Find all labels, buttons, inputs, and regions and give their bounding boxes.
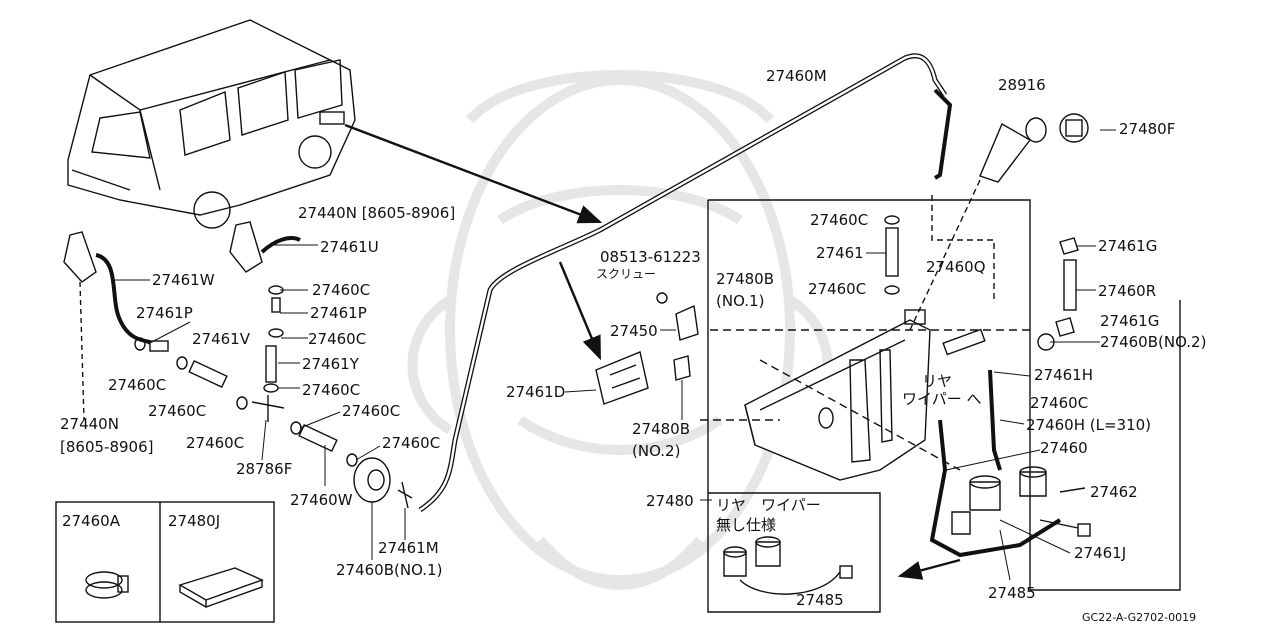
label-27460c-4: 27460C (302, 381, 361, 399)
label-27440n-range: [8605-8906] (60, 438, 154, 456)
label-27461j: 27461J (1074, 544, 1127, 562)
label-27461g-1: 27461G (1098, 237, 1158, 255)
label-27460q: 27460Q (926, 258, 986, 276)
label-27461h: 27461H (1034, 366, 1093, 384)
label-27461g-2: 27461G (1100, 312, 1160, 330)
label-27460c-1: 27460C (312, 281, 371, 299)
label-27460r: 27460R (1098, 282, 1157, 300)
label-27460m: 27460M (766, 67, 827, 85)
label-27461m: 27461M (378, 539, 439, 557)
label-rear: リヤ (922, 372, 953, 390)
label-27460c-3: 27460C (108, 376, 167, 394)
label-27460b-no1: 27460B(NO.1) (336, 561, 443, 579)
pumps (951, 466, 1091, 537)
label-27461: 27461 (816, 244, 864, 262)
label-27461w: 27461W (152, 271, 215, 289)
label-27461v: 27461V (192, 330, 250, 348)
label-27460c-tank1: 27460C (810, 211, 869, 229)
label-27460w: 27460W (290, 491, 353, 509)
label-27460c-7: 27460C (186, 434, 245, 452)
hose-clamp-icon (85, 571, 129, 599)
label-27485-inner: 27485 (796, 591, 844, 609)
label-27461p-1: 27461P (136, 304, 193, 322)
label-27480b-no2: 27480B (632, 420, 691, 438)
label-27460c-8: 27460C (382, 434, 441, 452)
label-27480b-no1: 27480B (716, 270, 775, 288)
box-label-27460a: 27460A (62, 512, 120, 530)
label-27480f: 27480F (1119, 120, 1176, 138)
pointer-arrow (344, 123, 603, 224)
label-to-wiper: ワイパー へ (902, 390, 982, 408)
label-27461y: 27461Y (302, 355, 359, 373)
label-27460h: 27460H (L=310) (1026, 416, 1152, 434)
label-screw: スクリュー (596, 267, 657, 281)
label-27460c-6: 27460C (342, 402, 401, 420)
van-illustration (67, 19, 356, 229)
box-label-27480j: 27480J (168, 512, 221, 530)
label-27460c-tank3: 27460C (1030, 394, 1089, 412)
label-27440n-top: 27440N [8605-8906] (298, 204, 456, 222)
label-no1: (NO.1) (716, 292, 765, 310)
label-28916: 28916 (998, 76, 1046, 94)
label-without: 無し仕様 (716, 516, 777, 534)
sub-pumps (723, 536, 853, 595)
label-27462: 27462 (1090, 483, 1138, 501)
label-27450: 27450 (610, 322, 658, 340)
label-27461u: 27461U (320, 238, 379, 256)
label-27461p-2: 27461P (310, 304, 367, 322)
label-27440n-bottom: 27440N (60, 415, 119, 433)
bracket-27461d (595, 292, 699, 405)
washer-tank (744, 309, 931, 481)
label-27485: 27485 (988, 584, 1036, 602)
pad-icon (178, 567, 264, 609)
label-08513-61223: 08513-61223 (600, 248, 701, 266)
label-27460c-tank2: 27460C (808, 280, 867, 298)
label-rear-wiper: リヤ ワイパー (716, 496, 821, 514)
label-28786f: 28786F (236, 460, 293, 478)
label-27461d: 27461D (506, 383, 566, 401)
label-27480: 27480 (646, 492, 694, 510)
diagram-code: GC22-A-G2702-0019 (1082, 611, 1197, 624)
legend-box (55, 501, 275, 623)
label-no2: (NO.2) (632, 442, 681, 460)
label-27460b-no2: 27460B(NO.2) (1100, 333, 1207, 351)
label-27460c-2: 27460C (308, 330, 367, 348)
label-27460c-5: 27460C (148, 402, 207, 420)
label-27460: 27460 (1040, 439, 1088, 457)
